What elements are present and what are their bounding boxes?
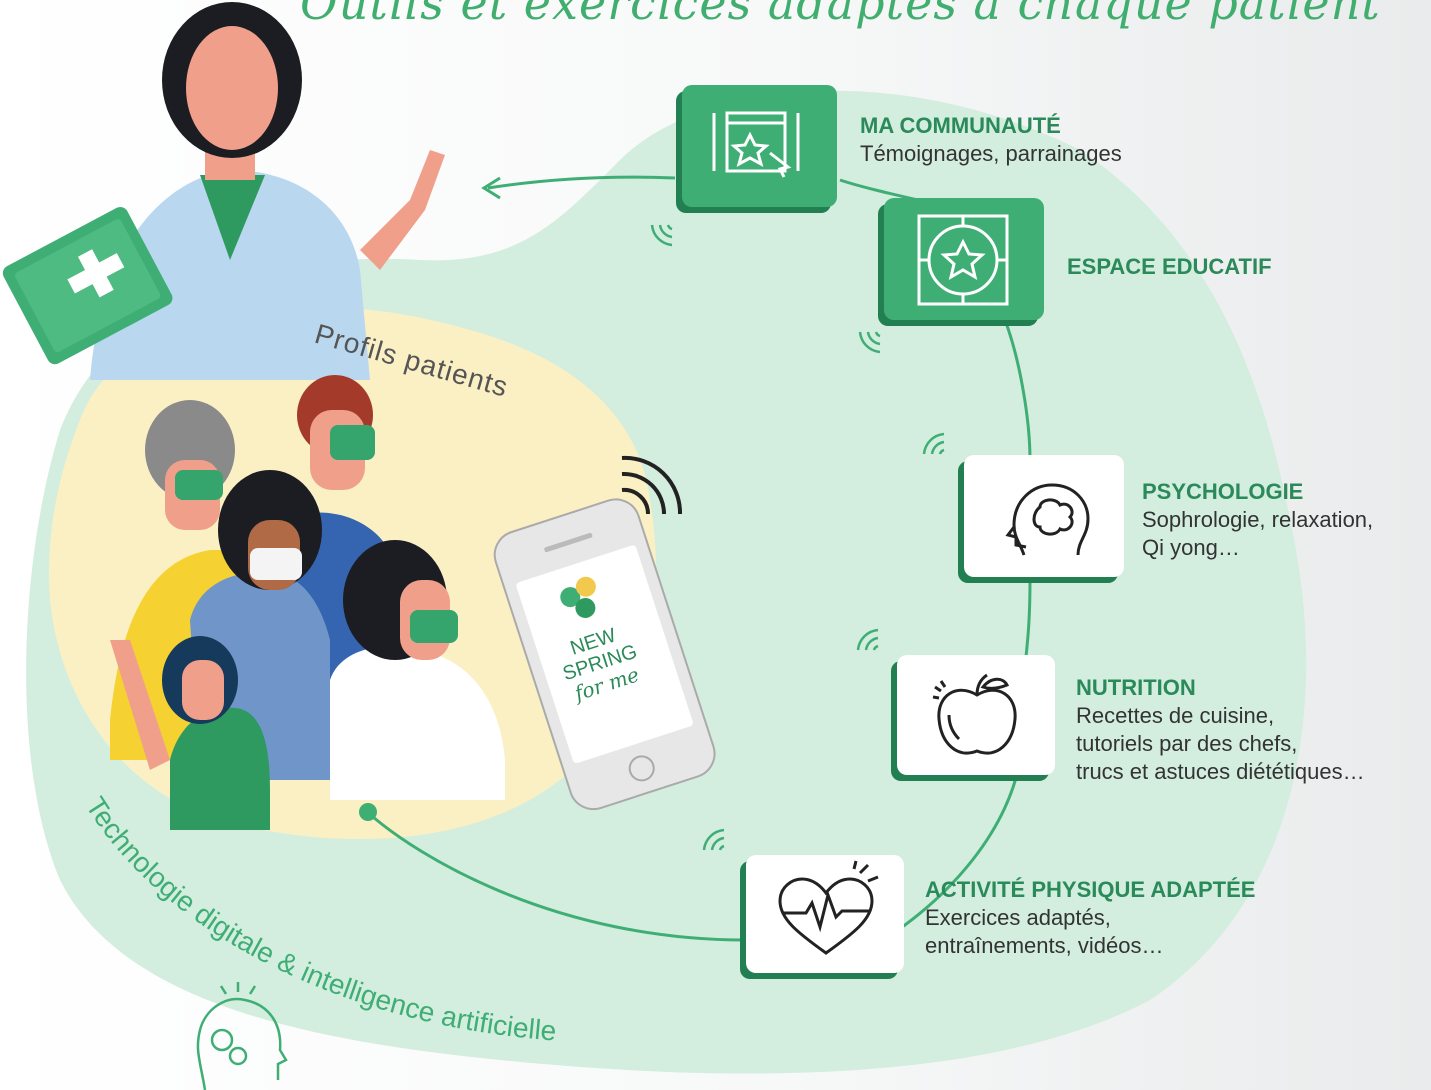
- phone-signal-icon: [621, 455, 683, 515]
- arrow-to-doctor: [487, 175, 676, 190]
- signal-marks: [650, 224, 945, 851]
- node-nutrition-desc: Recettes de cuisine, tutoriels par des c…: [1076, 703, 1365, 784]
- node-psychologie-desc: Sophrologie, relaxation, Qi yong…: [1142, 507, 1374, 560]
- apple-icon: [932, 673, 1017, 755]
- node-activite-desc: Exercices adaptés, entraînements, vidéos…: [925, 905, 1164, 958]
- heart-pulse-icon: [778, 860, 879, 955]
- connector-dot: [359, 803, 377, 821]
- target-star-icon: [917, 214, 1009, 306]
- communaute-box[interactable]: [682, 85, 837, 207]
- brain-head-icon: [1005, 483, 1090, 556]
- connector-path: [363, 178, 1032, 962]
- activite-box[interactable]: [746, 855, 904, 973]
- nutrition-box[interactable]: [897, 655, 1055, 775]
- node-communaute-label: MA COMMUNAUTÉ Témoignages, parrainages: [860, 112, 1122, 168]
- phone-illustration: [493, 498, 716, 811]
- node-nutrition-label: NUTRITION Recettes de cuisine, tutoriels…: [1076, 674, 1365, 786]
- node-communaute-desc: Témoignages, parrainages: [860, 141, 1122, 166]
- node-educatif-title: ESPACE EDUCATIF: [1067, 254, 1272, 279]
- psychologie-box[interactable]: [964, 455, 1124, 577]
- web-star-icon: [712, 111, 800, 178]
- node-educatif-label: ESPACE EDUCATIF: [1067, 253, 1272, 281]
- node-nutrition-title: NUTRITION: [1076, 675, 1196, 700]
- head-gears-icon: [196, 982, 288, 1090]
- educatif-box[interactable]: [884, 198, 1044, 320]
- node-activite-title: ACTIVITÉ PHYSIQUE ADAPTÉE: [925, 877, 1256, 902]
- node-psychologie-title: PSYCHOLOGIE: [1142, 479, 1304, 504]
- patients-illustration: [110, 375, 505, 830]
- node-psychologie-label: PSYCHOLOGIE Sophrologie, relaxation, Qi …: [1142, 478, 1373, 562]
- node-activite-label: ACTIVITÉ PHYSIQUE ADAPTÉE Exercices adap…: [925, 876, 1255, 960]
- diagram-title: Outils et exercices adaptés à chaque pat…: [300, 0, 1381, 30]
- node-communaute-title: MA COMMUNAUTÉ: [860, 113, 1061, 138]
- doctor-illustration: [2, 2, 445, 380]
